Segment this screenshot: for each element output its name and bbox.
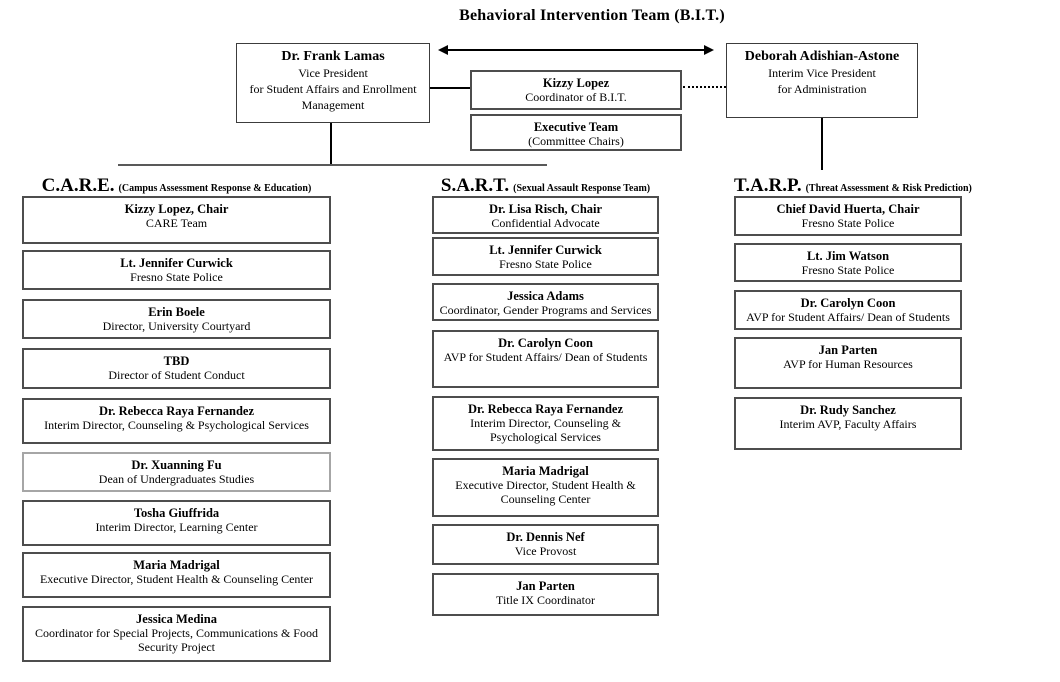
org-box: Jessica Adams Coordinator, Gender Progra… bbox=[432, 283, 659, 321]
member-name: Dr. Carolyn Coon bbox=[800, 296, 896, 310]
org-box: Lt. Jennifer Curwick Fresno State Police bbox=[22, 250, 331, 290]
org-box: Dr. Carolyn Coon AVP for Student Affairs… bbox=[734, 290, 962, 330]
member-role: (Committee Chairs) bbox=[528, 134, 624, 148]
member-role: AVP for Human Resources bbox=[783, 357, 913, 371]
org-box: Tosha Giuffrida Interim Director, Learni… bbox=[22, 500, 331, 546]
member-role: Coordinator of B.I.T. bbox=[525, 90, 627, 104]
org-box: Dr. Carolyn Coon AVP for Student Affairs… bbox=[432, 330, 659, 388]
org-box: Lt. Jennifer Curwick Fresno State Police bbox=[432, 237, 659, 276]
member-name: Jessica Adams bbox=[507, 289, 584, 303]
org-box: Kizzy Lopez, Chair CARE Team bbox=[22, 196, 331, 244]
member-name: Dr. Frank Lamas bbox=[281, 49, 385, 64]
member-name: Dr. Lisa Risch, Chair bbox=[488, 202, 603, 216]
member-role: AVP for Student Affairs/ Dean of Student… bbox=[746, 310, 950, 324]
member-name: Lt. Jennifer Curwick bbox=[120, 256, 233, 270]
member-role: Coordinator for Special Projects, Commun… bbox=[35, 626, 318, 654]
member-name: Lt. Jennifer Curwick bbox=[489, 243, 602, 257]
org-box: Chief David Huerta, Chair Fresno State P… bbox=[734, 196, 962, 236]
member-name: Maria Madrigal bbox=[502, 464, 589, 478]
org-box: Maria Madrigal Executive Director, Stude… bbox=[22, 552, 331, 598]
double-arrow-line bbox=[447, 49, 705, 51]
org-box: Jessica Medina Coordinator for Special P… bbox=[22, 606, 331, 662]
member-name: Dr. Rebecca Raya Fernandez bbox=[98, 404, 255, 418]
member-role: Dean of Undergraduates Studies bbox=[98, 472, 255, 486]
header-tarp: T.A.R.P. (Threat Assessment & Risk Predi… bbox=[734, 175, 972, 197]
member-name: Kizzy Lopez bbox=[542, 76, 610, 90]
org-box: Dr. Rudy Sanchez Interim AVP, Faculty Af… bbox=[734, 397, 962, 450]
member-role: Executive Director, Student Health & Cou… bbox=[455, 478, 636, 506]
member-role: Fresno State Police bbox=[499, 257, 592, 271]
header-care-full: (Campus Assessment Response & Education) bbox=[118, 183, 312, 194]
org-box: Dr. Rebecca Raya Fernandez Interim Direc… bbox=[22, 398, 331, 444]
member-name: Jan Parten bbox=[818, 343, 878, 357]
member-role: Director of Student Conduct bbox=[108, 368, 245, 382]
member-role: Interim Vice President for Administratio… bbox=[768, 66, 876, 96]
member-role: Interim Director, Learning Center bbox=[95, 520, 258, 534]
header-tarp-abbr: T.A.R.P. bbox=[734, 175, 802, 196]
connector-lamas-drop bbox=[330, 123, 332, 165]
member-name: Executive Team bbox=[533, 120, 619, 134]
member-name: Jan Parten bbox=[516, 579, 575, 593]
box-vp-student-affairs: Dr. Frank Lamas Vice President for Stude… bbox=[236, 43, 430, 123]
connector-administration-tarp bbox=[821, 118, 823, 170]
org-box: Jan Parten Title IX Coordinator bbox=[432, 573, 659, 616]
org-box: Erin Boele Director, University Courtyar… bbox=[22, 299, 331, 339]
double-arrow-right-head bbox=[704, 45, 714, 55]
member-name: Dr. Carolyn Coon bbox=[498, 336, 593, 350]
member-name: Dr. Rudy Sanchez bbox=[800, 403, 896, 417]
org-box: Dr. Lisa Risch, Chair Confidential Advoc… bbox=[432, 196, 659, 234]
member-name: Kizzy Lopez, Chair bbox=[124, 202, 229, 216]
member-name: TBD bbox=[163, 354, 190, 368]
member-name: Jessica Medina bbox=[136, 612, 217, 626]
member-role: Fresno State Police bbox=[801, 216, 895, 230]
box-vp-administration: Deborah Adishian-Astone Interim Vice Pre… bbox=[726, 43, 918, 118]
member-role: Title IX Coordinator bbox=[496, 593, 595, 607]
member-name: Maria Madrigal bbox=[133, 558, 220, 572]
member-name: Chief David Huerta, Chair bbox=[776, 202, 920, 216]
member-role: CARE Team bbox=[145, 216, 208, 230]
member-role: Director, University Courtyard bbox=[102, 319, 251, 333]
double-arrow-left-head bbox=[438, 45, 448, 55]
member-name: Dr. Dennis Nef bbox=[506, 530, 585, 544]
member-name: Lt. Jim Watson bbox=[806, 249, 890, 263]
header-care: C.A.R.E. (Campus Assessment Response & E… bbox=[22, 175, 331, 197]
org-box: Jan Parten AVP for Human Resources bbox=[734, 337, 962, 389]
org-box: Dr. Dennis Nef Vice Provost bbox=[432, 524, 659, 565]
member-role: Interim Director, Counseling & Psycholog… bbox=[44, 418, 309, 432]
header-sart-full: (Sexual Assault Response Team) bbox=[513, 183, 651, 194]
member-name: Dr. Xuanning Fu bbox=[131, 458, 222, 472]
member-role: Interim Director, Counseling & Psycholog… bbox=[470, 416, 621, 444]
member-role: Coordinator, Gender Programs and Service… bbox=[439, 303, 652, 317]
org-box: Maria Madrigal Executive Director, Stude… bbox=[432, 458, 659, 517]
org-box: Dr. Xuanning Fu Dean of Undergraduates S… bbox=[22, 452, 331, 492]
member-role: Vice Provost bbox=[514, 544, 577, 558]
member-name: Dr. Rebecca Raya Fernandez bbox=[467, 402, 624, 416]
header-sart: S.A.R.T. (Sexual Assault Response Team) bbox=[432, 175, 659, 197]
member-role: Confidential Advocate bbox=[491, 216, 600, 230]
header-sart-abbr: S.A.R.T. bbox=[440, 175, 510, 196]
member-name: Deborah Adishian-Astone bbox=[744, 49, 900, 64]
org-box: TBD Director of Student Conduct bbox=[22, 348, 331, 389]
member-role: Fresno State Police bbox=[130, 270, 223, 284]
box-executive-team: Executive Team (Committee Chairs) bbox=[470, 114, 682, 151]
box-bit-coordinator: Kizzy Lopez Coordinator of B.I.T. bbox=[470, 70, 682, 110]
member-name: Erin Boele bbox=[148, 305, 205, 319]
dotted-connector-coordinator-administration bbox=[683, 86, 726, 88]
header-care-abbr: C.A.R.E. bbox=[41, 175, 115, 196]
member-role: AVP for Student Affairs/ Dean of Student… bbox=[443, 350, 648, 364]
connector-horizontal-care-sart bbox=[118, 164, 547, 166]
connector-lamas-coordinator bbox=[430, 87, 470, 89]
org-box: Dr. Rebecca Raya Fernandez Interim Direc… bbox=[432, 396, 659, 451]
page-title: Behavioral Intervention Team (B.I.T.) bbox=[459, 7, 725, 24]
header-tarp-full: (Threat Assessment & Risk Prediction) bbox=[805, 183, 972, 194]
member-role: Interim AVP, Faculty Affairs bbox=[779, 417, 917, 431]
member-role: Executive Director, Student Health & Cou… bbox=[39, 572, 314, 586]
member-role: Vice President for Student Affairs and E… bbox=[249, 66, 417, 112]
member-role: Fresno State Police bbox=[801, 263, 895, 277]
org-box: Lt. Jim Watson Fresno State Police bbox=[734, 243, 962, 282]
member-name: Tosha Giuffrida bbox=[133, 506, 220, 520]
